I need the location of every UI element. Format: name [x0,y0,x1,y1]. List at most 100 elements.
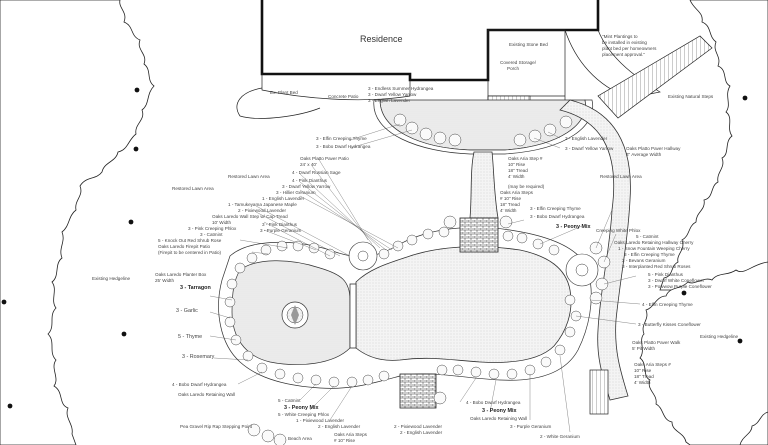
firepit-label-2: Oaks Laredo Firepit Patio [158,244,211,249]
plant-label-elfin-r2: 4 - Elfin Creeping Thyme [642,302,693,307]
plant-label-thyme-t: 3 - Elfin Creeping Thyme [530,206,581,211]
paver-walk-label-1: Oaks Platto Paver Walk [632,340,681,345]
paver-hallway-label-1: Oaks Platto Paver Hallway [626,146,681,151]
brick-steps-bottom [399,373,437,409]
patio-label-2: 24' x 40' [300,162,317,167]
residence-label: Residence [360,34,403,44]
concrete-patio-outline [261,74,411,101]
planter-box-label-1: Oaks Laredo Planter Box [155,272,207,277]
hedge-right-top [659,0,768,291]
tree-marker-9 [737,338,743,344]
mint-note-2: be installed in existing [602,40,647,45]
hedgeline-right-label: Existing Hedgeline [700,334,738,339]
plant-label-yarrow: 3 - Dwarf Yellow Yarrow [368,92,417,97]
divider-wall [349,283,357,349]
retaining-wall-bottom: Oaks Laredo Retaining Wall [470,416,527,421]
leader-lines [209,123,641,433]
covered-storage-label-2: Porch [507,66,519,71]
natural-steps [597,35,713,119]
pea-gravel-label: Pea Gravel Rip Rap Stepping Point [180,424,253,429]
restored-lawn-top: Restored Lawn Area [228,174,270,179]
ex-plant-bed-outline [236,87,321,119]
plant-label-peony-b: 3 - Peony Mix [284,405,318,411]
paver-hallway-right [559,99,631,401]
plant-label-maple: 1 - Tamukeyama Japanese Maple [228,202,297,207]
firepit-label-1: 5 - Knock Out Red Shrub Rose [158,238,222,243]
center-walkway [469,151,499,219]
hedge-right-bottom [639,261,768,445]
plant-label-dianthus-l: 3 - Pink Dianthus [262,222,298,227]
plant-label-red-roses: 3 - Interplanted Red Shrub Roses [622,264,691,269]
weeping-cherry [565,253,599,287]
wall-step-label-2: 10' Width [212,220,231,225]
plant-label-peony-b2: 3 - Peony Mix [482,408,516,414]
aria-steps-b-2: # 10" Rise [334,438,355,443]
plant-label-bobo-l: 4 - Bobo Dwarf Hydrangea [172,382,227,387]
plant-label-pixiewood-b: 1 - Pixiewood Lavender [296,418,344,423]
brick-steps-top [459,217,499,253]
plant-label-butterfly: 3 - Butterfly Kisses Coneflower [638,322,701,327]
plant-label-catmint-b: 5 - Catmint [278,398,301,403]
plant-label-dianthus-r: 5 - Pink Dianthus [648,272,684,277]
plant-label-thyme-top: 3 - Elfin Creeping Thyme [316,136,367,141]
plant-label-bobo-top: 3 - Bobo Dwarf Hydrangea [316,144,371,149]
japanese-maple-trunk [357,250,369,262]
plant-label-lavender: 3 - English Lavender [368,98,411,103]
plant-label-lavender-b2: 2 - English Lavender [400,430,443,435]
hedgeline-left-label: Existing Hedgeline [92,276,130,281]
restored-lawn-right: Restored Lawn Area [600,174,642,179]
mint-note-4: placement approval." [602,52,645,57]
hedge-bottom-right [739,411,768,445]
plant-label-bevans: 3 - Bevans Geranium [622,258,666,263]
plant-label-catmint-r: 5 - Catmint [636,234,659,239]
firepit-label-3: (Firepit to be centered in Patio) [158,250,222,255]
aria-steps-label-9: 4' Width [500,208,517,213]
plant-label-white-geranium: 2 - White Geranium [540,434,580,439]
aria-steps-b-1: Oaks Aria Steps [334,432,368,437]
aria-step-label-1: Oaks Aria Step # [508,156,543,161]
aria-steps-r-3: 18" Tread [634,374,654,379]
mint-note-1: "Mint Plantings to [602,34,638,39]
tree-marker-2 [133,146,139,152]
plant-label-sage: 4 - Dwarf Russian Sage [292,170,341,175]
herb-garlic: 3 - Garlic [176,308,198,314]
planter-box-label-2: 25' Width [155,278,174,283]
plant-label-white-cone: 3 - Dwarf White Coneflower [648,278,705,283]
weeping-cherry-trunk [575,263,589,277]
main-paver-patio [355,246,572,363]
paver-walk-label-2: 5' Pit Width [632,346,656,351]
tree-marker-5 [1,299,7,305]
plant-label-cherry: 1 - Snow Fountain Weeping Cherry [618,246,690,251]
retaining-wall-right: Oaks Laredo Retaining Hallway Cherry [614,240,694,245]
japanese-maple [348,241,378,271]
plant-label-geranium-l: 3 - Purple Geranium [260,228,302,233]
restored-lawn-left: Restored Lawn Area [172,186,214,191]
plant-label-bobo-b: 4 - Bobo Dwarf Hydrangea [466,400,521,405]
plant-label-dianthus-t: 4 - Pink Dianthus [292,178,328,183]
plant-label-lavender-t: 1 - English Lavender [262,196,305,201]
tree-marker-7 [742,95,748,101]
plant-label-pixiewood-b2: 2 - Pixiewood Lavender [394,424,442,429]
plant-label-hydrangea: 3 - Endless Summer Hydrangea [368,86,434,91]
wall-step-label-1: Oaks Laredo Wall Step w/ Cap Tread [212,214,288,219]
plant-label-white-phlox: 5 - White Creeping Phlox [278,412,330,417]
plant-label-catmint-l: 3 - Catmint [200,232,223,237]
plant-label-lavender-b: 2 - English Lavender [318,424,361,429]
tree-marker-1 [134,87,140,93]
plant-label-geranium-b: 3 - Purple Geranium [510,424,552,429]
plant-label-peony-r: 3 - Peony Mix [556,224,590,230]
existing-stone-bed-label: Existing Stone Bed [509,42,548,47]
plant-label-creeping-phlox-r: Creeping White Phlox [596,228,641,233]
herb-tarragon: 3 - Tarragon [180,285,211,291]
tree-marker-6 [7,403,13,409]
aria-step-label-3: 18" Tread [508,168,528,173]
tree-marker-8 [681,290,687,296]
aria-steps-r-1: Oaks Aria Steps # [634,362,671,367]
aria-steps-label-6: Oaks Aria Steps [500,190,534,195]
herb-thyme: 5 - Thyme [178,334,202,340]
aria-steps-r-2: 10" Rise [634,368,652,373]
aria-step-label-5: (may be required) [508,184,545,189]
plant-label-elfin-r: 3 - Elfin Creeping Thyme [624,252,675,257]
herb-rosemary: 3 - Rosemary [182,354,215,360]
